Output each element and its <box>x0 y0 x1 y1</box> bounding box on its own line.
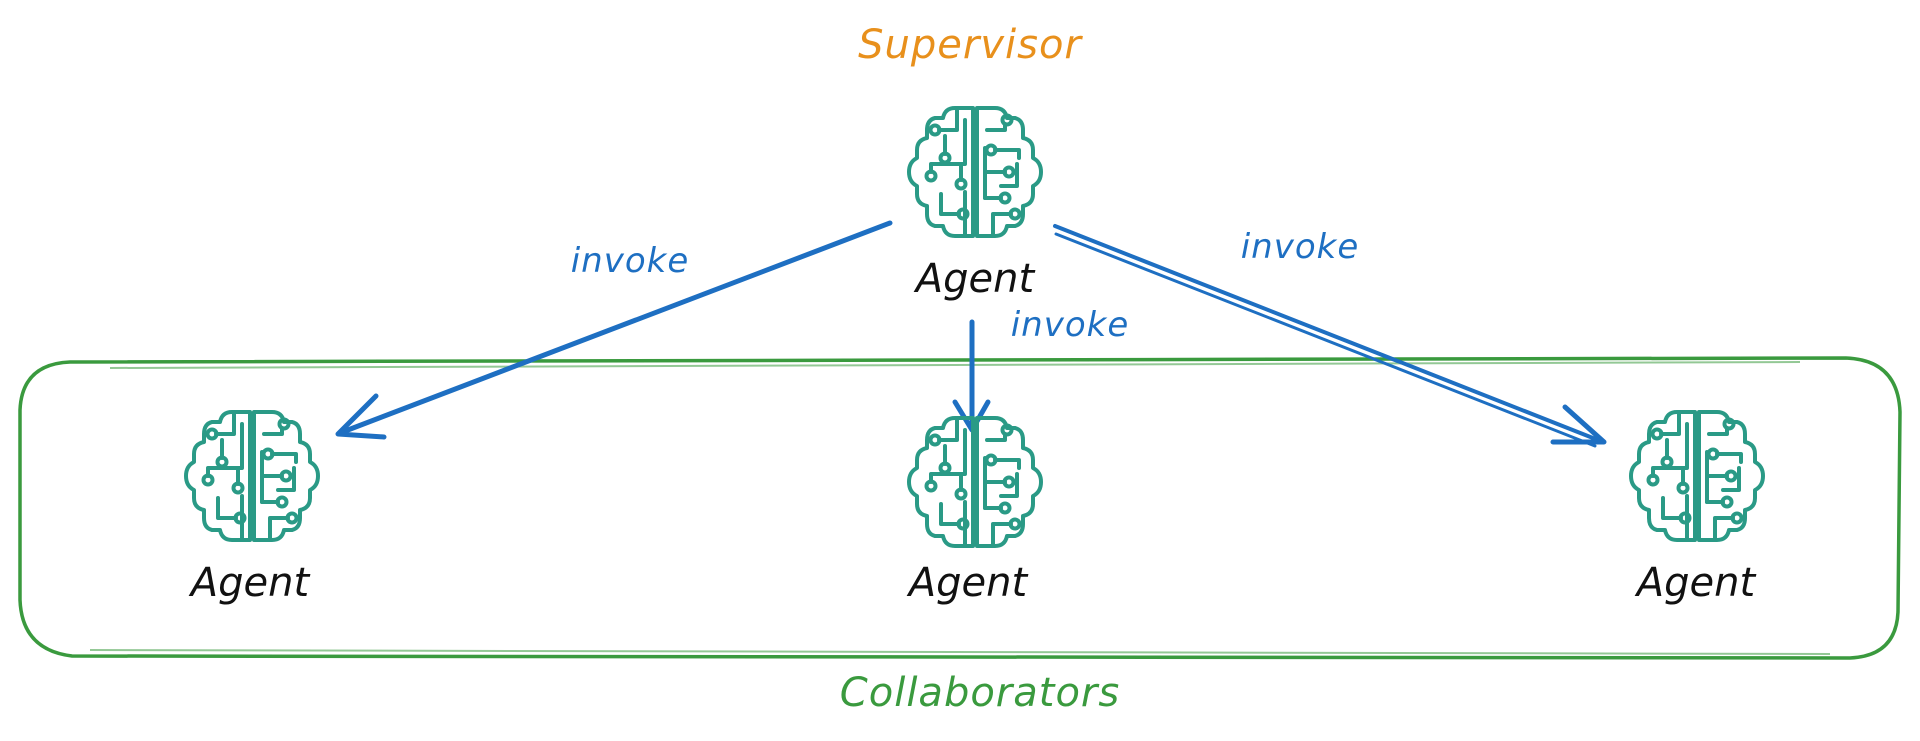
invoke-label-left: invoke <box>571 241 690 281</box>
supervisor-agent-label: Agent <box>913 256 1036 302</box>
collaborators-box <box>18 356 1902 660</box>
invoke-label-center: invoke <box>1011 305 1130 345</box>
brain-circuit-icon <box>907 416 1043 548</box>
collaborators-box-sketch-line <box>89 649 1831 655</box>
collaborator-agent-label: Agent <box>188 560 311 606</box>
collaborator-agent-label: Agent <box>1634 560 1757 606</box>
collaborator-agent-label: Agent <box>906 560 1029 606</box>
arrowhead-left-icon <box>335 393 387 440</box>
arrowhead-right-icon <box>1550 404 1607 445</box>
collaborators-title: Collaborators <box>840 670 1120 716</box>
collaborators-box-sketch-line <box>109 361 1801 369</box>
invoke-arrow-right-sketch <box>1054 232 1597 448</box>
collaborator-agent: Agent <box>184 410 320 606</box>
brain-circuit-icon <box>184 410 320 542</box>
invoke-label-right: invoke <box>1241 227 1360 267</box>
collaborator-agent: Agent <box>906 416 1043 606</box>
invoke-arrow-right <box>1053 224 1600 442</box>
supervisor-title: Supervisor <box>858 22 1083 68</box>
invoke-arrow-left <box>337 220 893 436</box>
collaborator-agent: Agent <box>1629 410 1765 606</box>
collaborators-group <box>18 356 1902 660</box>
brain-circuit-icon <box>907 106 1043 238</box>
brain-circuit-icon <box>1629 410 1765 542</box>
supervisor-node: Supervisor Agent <box>858 22 1083 302</box>
invoke-edges: invoke invoke invoke <box>335 220 1607 448</box>
